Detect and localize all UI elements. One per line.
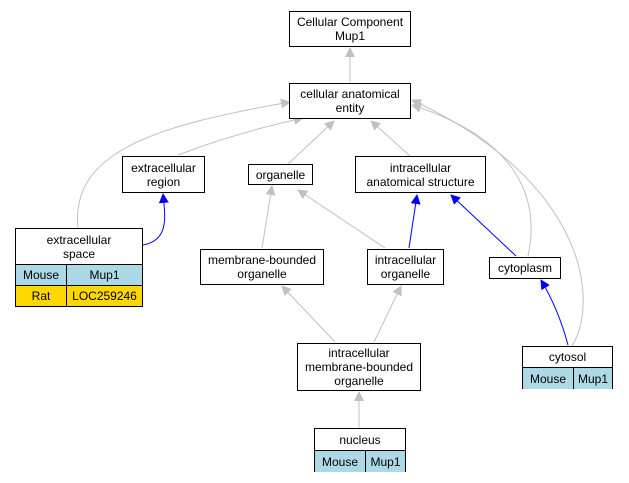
node-header: extracellular space xyxy=(16,229,142,265)
edge-io-to-organelle xyxy=(297,189,386,249)
edge-extracellular-space-to-cae xyxy=(77,98,291,229)
edge-extracellular-space-partof-region xyxy=(142,193,169,246)
edge-cytoplasm-partof-ias xyxy=(450,194,517,257)
node-cytosol[interactable]: cytosol Mouse Mup1 xyxy=(522,346,613,389)
species-cell: Mouse xyxy=(523,368,573,389)
node-label: intracellular organelle xyxy=(374,253,437,281)
node-label: organelle xyxy=(255,167,306,182)
edge-mbo-to-organelle xyxy=(261,185,276,249)
node-label: cytoplasm xyxy=(497,261,553,275)
node-intracellular-organelle[interactable]: intracellular organelle xyxy=(367,249,444,285)
edge-cytosol-to-cae xyxy=(411,99,584,347)
node-extracellular-region[interactable]: extracellular region xyxy=(122,156,205,193)
edge-cytosol-partof-cytoplasm xyxy=(540,279,569,346)
node-nucleus[interactable]: nucleus Mouse Mup1 xyxy=(314,428,406,472)
node-header: cytosol xyxy=(523,347,612,368)
edge-extracellular-region-to-cae xyxy=(177,115,304,156)
gene-cell: Mup1 xyxy=(66,265,142,285)
node-organelle[interactable]: organelle xyxy=(248,164,313,185)
edge-ias-to-cae xyxy=(370,120,411,157)
species-cell: Mouse xyxy=(315,451,365,472)
node-cellular-anatomical-entity[interactable]: cellular anatomical entity xyxy=(289,83,411,119)
node-label: nucleus xyxy=(339,432,381,447)
node-header: nucleus xyxy=(315,429,405,451)
annotation-row: Mouse Mup1 xyxy=(16,265,142,285)
node-label: extracellular space xyxy=(46,232,112,261)
node-intracellular-anatomical-structure[interactable]: intracellular anatomical structure xyxy=(355,156,486,193)
node-label: intracellular membrane-bounded organelle xyxy=(304,346,414,388)
edge-io-partof-ias xyxy=(408,194,421,249)
gene-cell: Mup1 xyxy=(573,368,612,389)
node-cellular-component-root[interactable]: Cellular Component Mup1 xyxy=(289,11,411,47)
species-cell: Rat xyxy=(16,286,66,306)
gene-cell: LOC259246 xyxy=(66,286,142,306)
node-extracellular-space[interactable]: extracellular space Mouse Mup1 Rat LOC25… xyxy=(15,228,143,307)
node-label: Cellular Component Mup1 xyxy=(296,15,404,43)
node-membrane-bounded-organelle[interactable]: membrane-bounded organelle xyxy=(200,249,324,285)
edge-imbo-to-io xyxy=(373,285,402,343)
annotation-row: Mouse Mup1 xyxy=(315,451,405,472)
edge-organelle-to-cae xyxy=(287,120,335,165)
node-cytoplasm[interactable]: cytoplasm xyxy=(489,257,561,279)
annotation-row: Rat LOC259246 xyxy=(16,285,142,306)
node-label: membrane-bounded organelle xyxy=(207,253,317,281)
edge-imbo-to-mbo xyxy=(281,285,336,343)
species-cell: Mouse xyxy=(16,265,66,285)
node-label: extracellular region xyxy=(131,160,196,189)
node-label: intracellular anatomical structure xyxy=(366,160,475,189)
node-label: cellular anatomical entity xyxy=(300,87,400,115)
node-label: cytosol xyxy=(548,350,587,364)
gene-cell: Mup1 xyxy=(365,451,405,472)
node-intracellular-membrane-bounded-organelle[interactable]: intracellular membrane-bounded organelle xyxy=(297,343,421,391)
annotation-row: Mouse Mup1 xyxy=(523,368,612,389)
